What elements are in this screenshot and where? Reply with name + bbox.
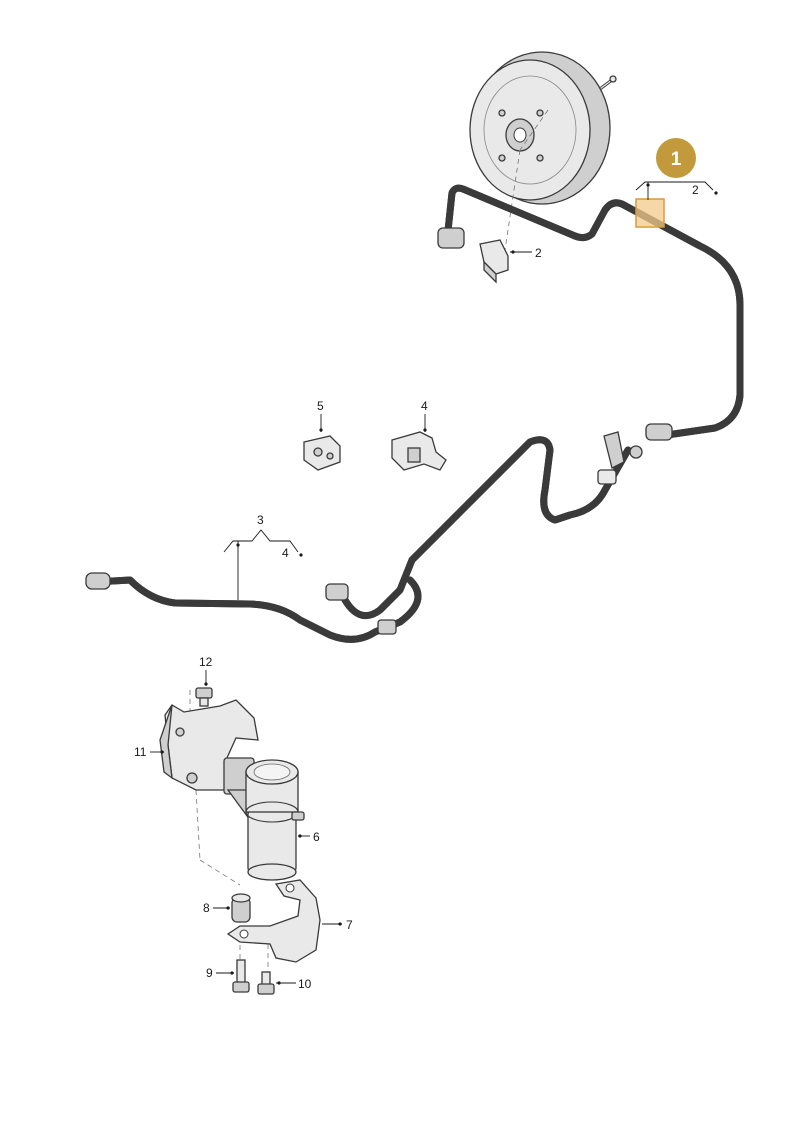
callout-7: 7 [322, 918, 353, 932]
hose-clip [479, 239, 509, 284]
callout-3: 3 4 [223, 513, 303, 600]
bolt-10 [257, 971, 275, 995]
callout-3-text: 3 [257, 513, 264, 527]
callout-7-text: 7 [346, 918, 353, 932]
callout-12-text: 12 [199, 655, 213, 669]
vacuum-hose-upper [443, 188, 744, 440]
vacuum-pump-6 [223, 757, 305, 881]
bolt-12 [195, 687, 213, 707]
highlight-marker [635, 198, 665, 228]
mounting-bracket-11 [164, 699, 259, 791]
callout-1-text: 1 [671, 149, 682, 170]
callout-12: 12 [199, 655, 213, 686]
callout-8: 8 [203, 901, 230, 915]
callout-4: 4 [421, 399, 428, 432]
pressure-sensor [391, 431, 447, 471]
callout-badge [656, 138, 696, 178]
callout-5-text: 5 [317, 399, 324, 413]
callout-6-text: 6 [313, 830, 320, 844]
callout-10: 10 [276, 977, 312, 991]
callout-5: 5 [317, 399, 324, 432]
callout-4-sub-text: 4 [282, 546, 289, 560]
callout-4-text: 4 [421, 399, 428, 413]
vacuum-pump-assembly [159, 687, 321, 995]
callout-9: 9 [206, 966, 234, 980]
rubber-mount-8 [231, 893, 251, 923]
callout-9-text: 9 [206, 966, 213, 980]
callout-11: 11 [134, 745, 164, 759]
hose-fittings [85, 227, 673, 635]
brake-booster [469, 51, 617, 251]
callout-11-text: 11 [134, 745, 147, 759]
callout-2-clip-text: 2 [535, 246, 542, 260]
vacuum-hose-lower [91, 440, 632, 640]
mounting-bracket-7 [226, 879, 321, 963]
callout-10-text: 10 [298, 977, 312, 991]
callout-2-top: 2 [692, 183, 699, 197]
sensor-connector [303, 435, 341, 471]
callout-8-text: 8 [203, 901, 210, 915]
bolt-9 [232, 959, 250, 993]
callout-2-clip: 2 [510, 246, 542, 260]
callout-6: 6 [298, 830, 320, 844]
callout-1: 1 [635, 138, 718, 200]
